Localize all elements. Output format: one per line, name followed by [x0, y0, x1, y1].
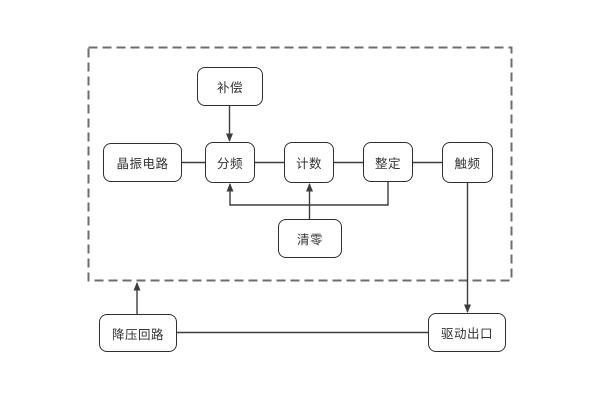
node-frequency-divider: 分频 — [205, 142, 255, 183]
node-crystal-oscillator-circuit: 晶振电路 — [103, 143, 182, 182]
node-reset-clear: 清零 — [278, 219, 342, 258]
dashed-boundary — [87, 46, 513, 282]
node-counter: 计数 — [284, 142, 334, 183]
node-setting: 整定 — [363, 142, 413, 182]
node-stepdown-circuit: 降压回路 — [99, 314, 177, 352]
node-compensation: 补偿 — [197, 67, 263, 106]
node-trigger-frequency: 触频 — [442, 142, 493, 183]
node-drive-output: 驱动出口 — [428, 313, 506, 352]
